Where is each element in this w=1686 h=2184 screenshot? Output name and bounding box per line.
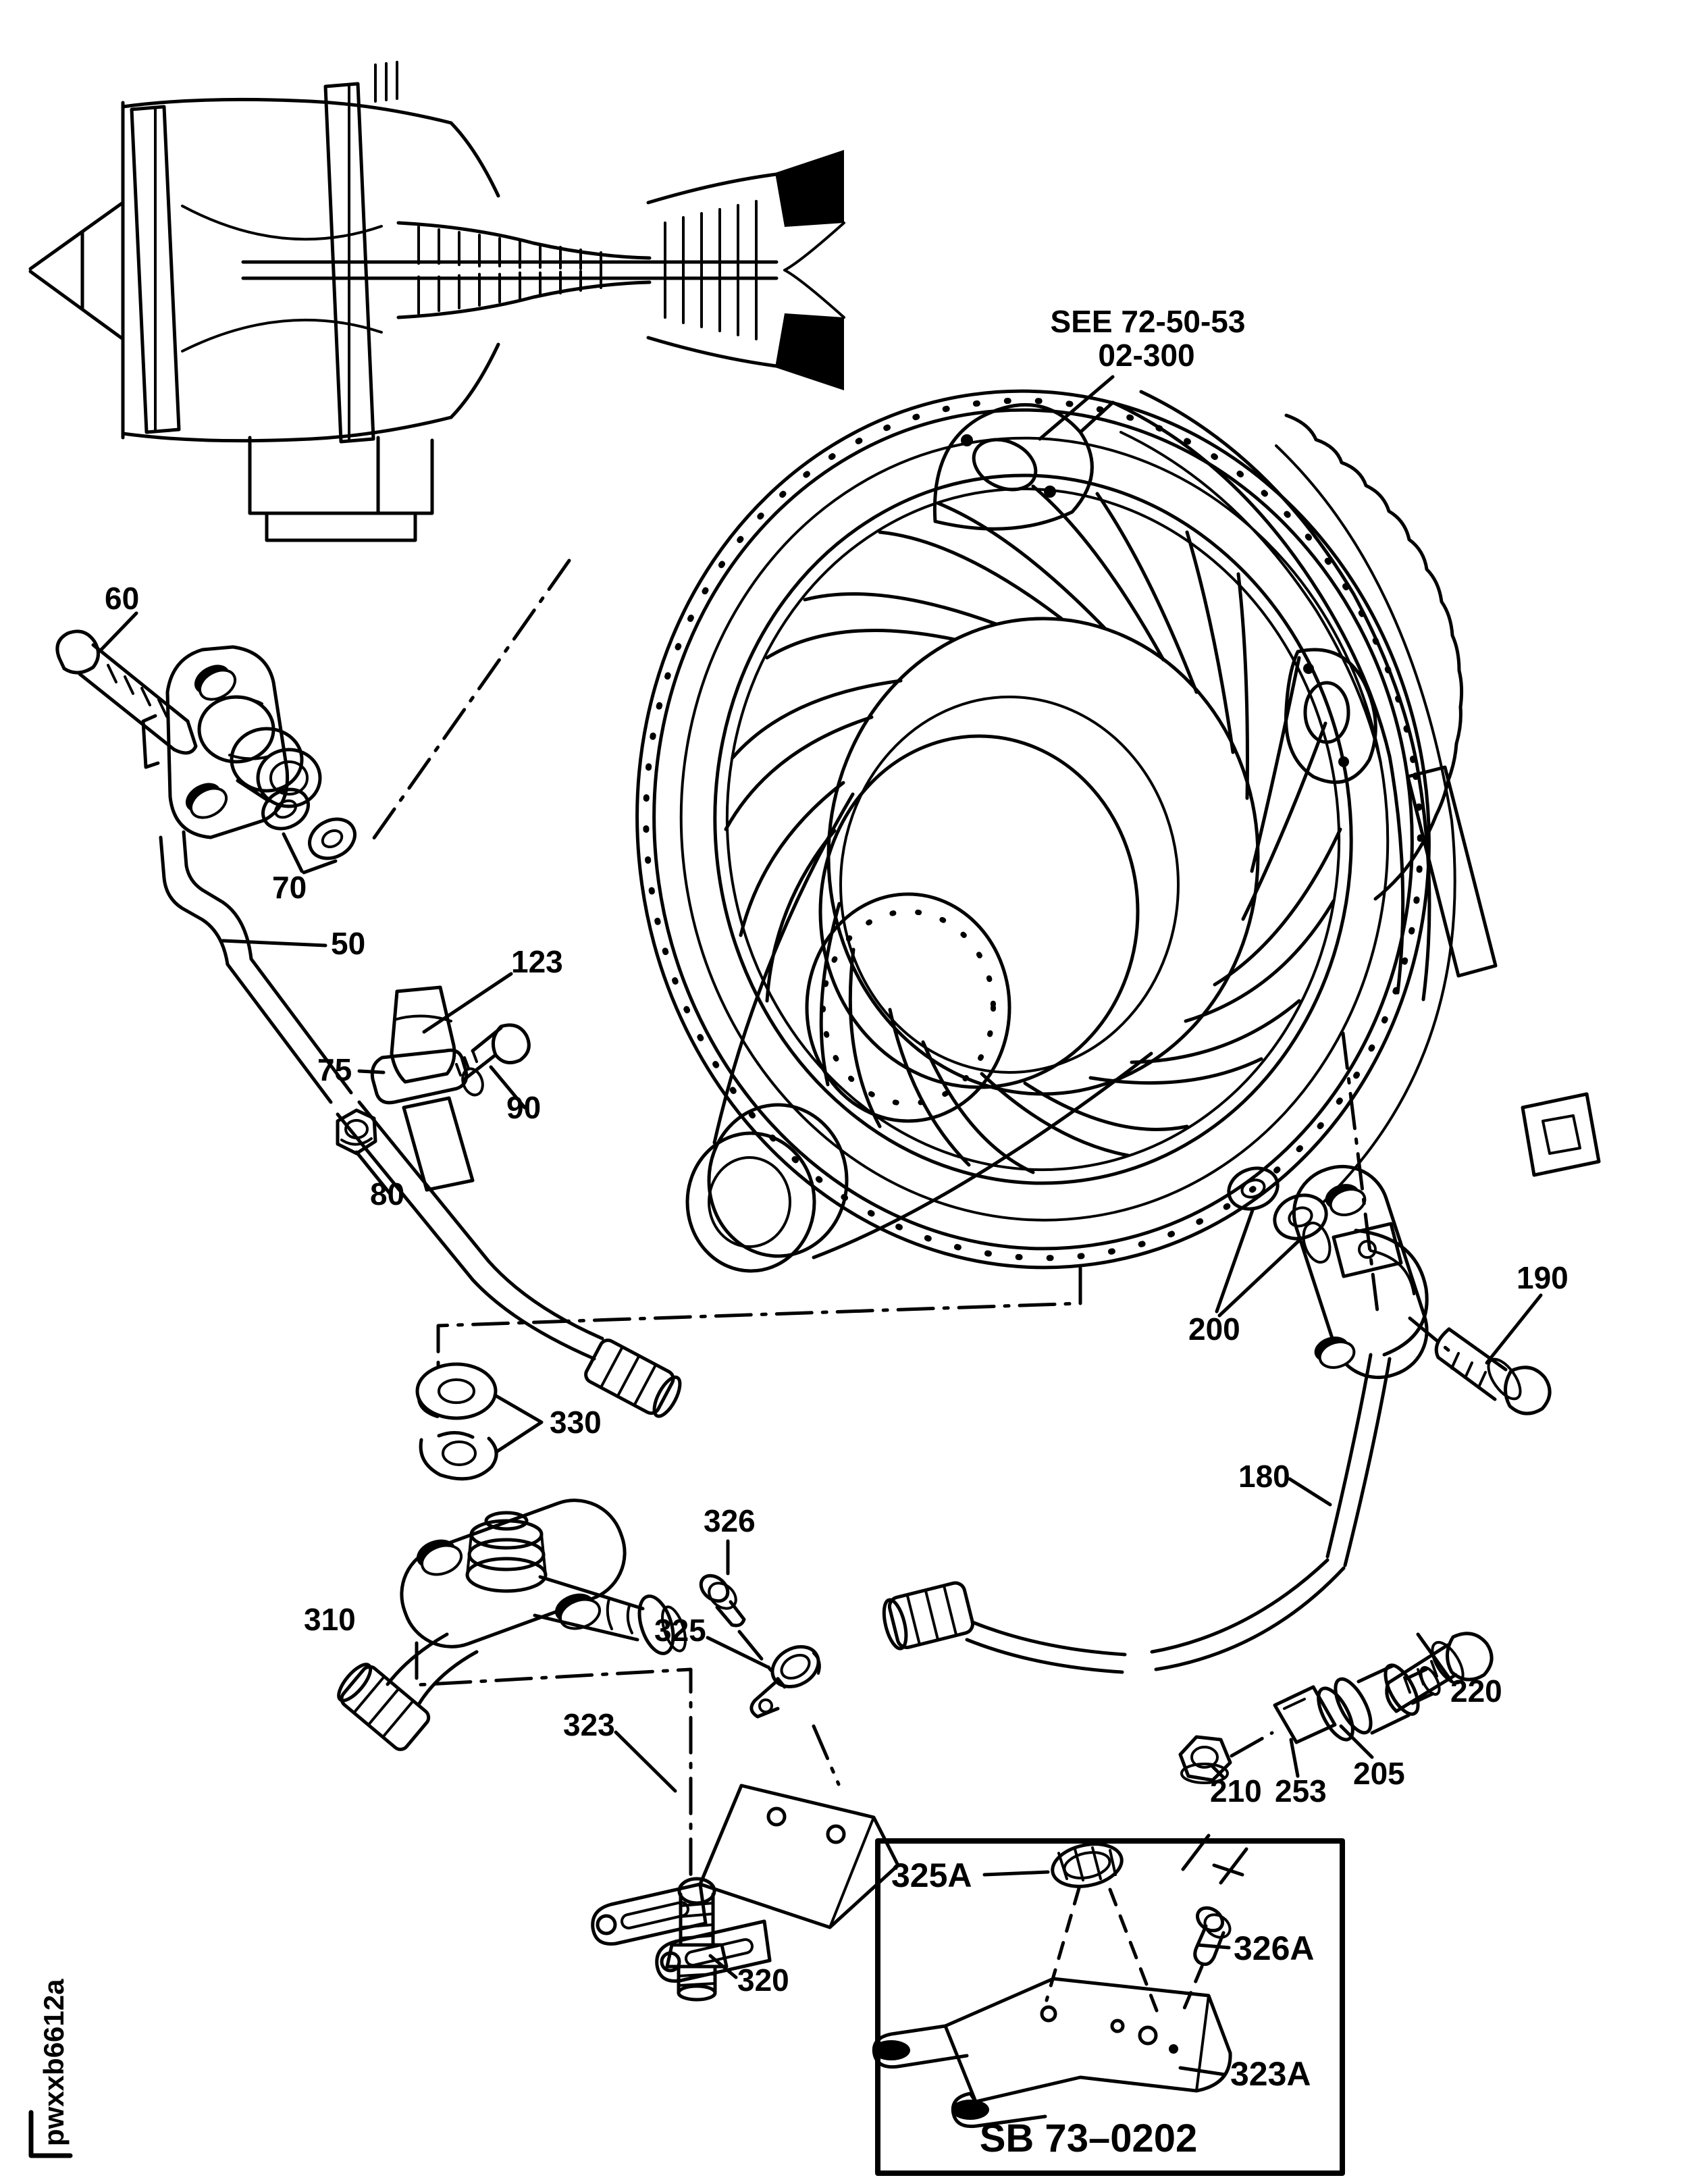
inset-screw-326a-drawing (1181, 1834, 1248, 1967)
callout-75: 75 (317, 1052, 352, 1087)
callout-326a: 326A (1234, 1929, 1315, 1967)
callout-190: 190 (1517, 1260, 1569, 1295)
clamp-325-drawing (749, 1644, 821, 1719)
hose-180-drawing (882, 1558, 1346, 1674)
callout-80: 80 (370, 1176, 404, 1212)
bolt-60-drawing (55, 629, 198, 755)
callout-325a: 325A (891, 1856, 972, 1894)
callout-253: 253 (1275, 1773, 1327, 1809)
callout-320: 320 (737, 1962, 789, 1998)
callout-123: 123 (511, 944, 563, 979)
bracket-323-drawing (591, 1784, 900, 1983)
callout-323a: 323A (1230, 2055, 1311, 2093)
washers-330-drawing (415, 1362, 498, 1481)
footer-code: pwxxb6612a (38, 1979, 70, 2146)
callout-70: 70 (272, 870, 307, 905)
reference-note-line2: 02-300 (1098, 338, 1194, 373)
nut-210-drawing (1178, 1735, 1232, 1784)
callout-60: 60 (105, 581, 139, 616)
callout-330: 330 (550, 1405, 602, 1440)
callout-90: 90 (506, 1090, 541, 1125)
phantom-lines (370, 558, 1451, 1878)
callout-200: 200 (1188, 1311, 1240, 1347)
callout-220: 220 (1450, 1673, 1502, 1709)
bolt-320-drawing (665, 1877, 729, 2002)
callout-326: 326 (704, 1503, 756, 1538)
callout-210: 210 (1210, 1773, 1262, 1809)
callout-50: 50 (331, 926, 365, 961)
callout-310: 310 (304, 1602, 356, 1637)
flange-fitting-right-drawing (1292, 1164, 1429, 1567)
corner-crop-mark (28, 2110, 73, 2158)
bolt-90-drawing (455, 1023, 531, 1081)
flange-adapter-drawing (141, 645, 322, 839)
bolt-190-drawing (1434, 1327, 1552, 1415)
nut-80-drawing (336, 1108, 377, 1155)
fan-case-drawing (635, 389, 1601, 1278)
tube-50-drawing (159, 830, 682, 1418)
inset-clamp-325a-drawing (1051, 1842, 1124, 1888)
washers-200-drawing (1227, 1166, 1328, 1241)
screw-326-drawing (699, 1574, 746, 1628)
callout-205: 205 (1353, 1756, 1405, 1791)
callout-labels: SEE 72-50-53 02-300 60 70 50 123 75 90 8… (105, 304, 1569, 2160)
union-253-205-drawing (1273, 1663, 1441, 1744)
reference-note-line1: SEE 72-50-53 (1051, 304, 1246, 339)
inset-bracket-323a-drawing (872, 1977, 1232, 2129)
inset-caption: SB 73–0202 (980, 2116, 1197, 2160)
callout-325: 325 (654, 1613, 706, 1648)
fitting-310-drawing (337, 1499, 687, 1751)
callout-323: 323 (563, 1707, 615, 1742)
washers-70-drawing (261, 787, 357, 860)
engine-cross-section-thumbnail (28, 61, 845, 542)
callout-180: 180 (1238, 1459, 1290, 1494)
leader-lines (98, 375, 1543, 2077)
fan-blades (724, 484, 1342, 1174)
inset-box (872, 1834, 1345, 2176)
footer: pwxxb6612a (28, 1979, 73, 2158)
